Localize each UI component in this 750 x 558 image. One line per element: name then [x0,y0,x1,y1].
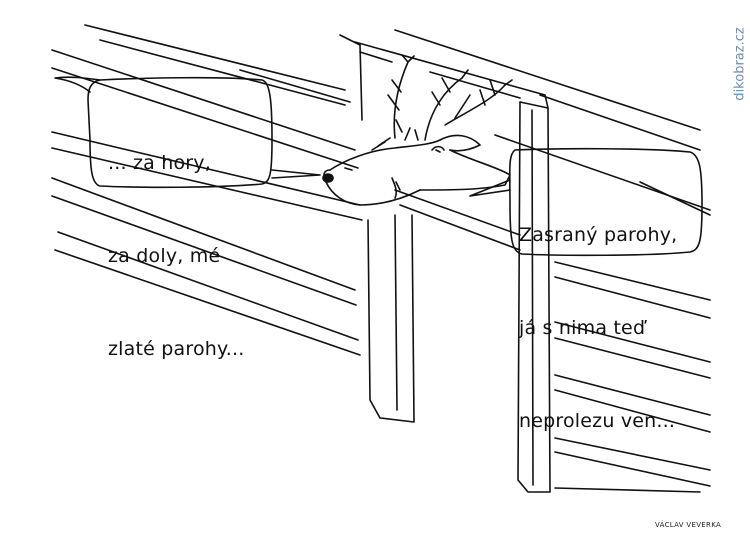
antlers [387,54,513,141]
speech-line: ... za hory, [108,152,211,174]
speech-bubble-left [54,76,321,189]
watermark-text: dikobraz.cz [732,27,748,101]
fence-planks-right [394,29,711,493]
deer-head [322,134,511,206]
fence-planks-left [51,24,363,356]
fence-post-left [339,34,415,423]
artist-signature: VÁCLAV VEVERKA [655,521,722,529]
fence-post-right [517,101,551,493]
gate-frame [354,41,549,109]
watermark: dikobraz.cz [730,4,750,124]
speech-bubble-left-text: ... za hory, za doly, mé zlaté parohy... [108,86,245,396]
speech-bubble-right [469,147,703,257]
speech-line: neprolezu ven... [519,410,676,432]
speech-bubble-right-text: Zasraný parohy, já s nima teď neprolezu … [519,158,677,468]
speech-line: zlaté parohy... [108,338,245,360]
speech-line: Zasraný parohy, [519,224,678,246]
speech-line: já s nima teď [519,317,646,339]
speech-line: za doly, mé [108,245,221,267]
